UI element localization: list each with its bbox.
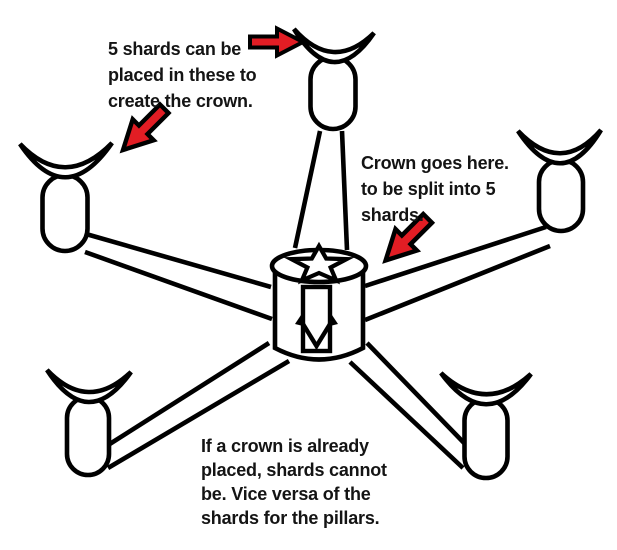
- pillar-top: [292, 27, 376, 132]
- connection-beams: [84, 130, 551, 470]
- crown-note-line: Crown goes here.: [361, 153, 509, 173]
- pillar-right: [516, 128, 603, 234]
- pillar-cup: [439, 371, 533, 407]
- red-arrow-icon-top-pillar: [248, 25, 308, 59]
- central-receptacle: [269, 241, 369, 362]
- pillar-left: [18, 141, 114, 254]
- connection-beam: [364, 224, 547, 289]
- red-arrow-icon-crown-slot: [382, 210, 436, 264]
- down-arrow-right-barb: [330, 312, 338, 326]
- pillar-cup: [516, 128, 603, 166]
- star-icon: [283, 241, 355, 285]
- connection-beam: [364, 243, 551, 323]
- pillar-capsule: [308, 54, 358, 132]
- connection-beam: [103, 341, 271, 449]
- pillars-note-line: placed in these to: [108, 65, 257, 85]
- pillars-note-line: create the crown.: [108, 91, 253, 111]
- crown-note-line: shards.: [361, 205, 424, 225]
- crown-note: Crown goes here. to be split into 5 shar…: [361, 150, 509, 228]
- pillar-capsule: [462, 396, 510, 481]
- connection-beam: [348, 360, 465, 470]
- pillar-capsule: [40, 172, 90, 254]
- connection-beam: [292, 130, 323, 249]
- down-arrow-tip: [301, 322, 332, 351]
- pillar-cup: [18, 141, 114, 180]
- connection-beam: [85, 231, 272, 290]
- rule-note-line: placed, shards cannot: [201, 460, 387, 480]
- down-arrow-shaft: [300, 284, 333, 354]
- pillar-bottom-left: [45, 368, 133, 478]
- red-arrow-icon-left-pillar: [119, 101, 172, 154]
- pillars: [18, 27, 603, 481]
- connection-beam: [106, 359, 291, 470]
- pillar-capsule: [536, 157, 586, 234]
- rule-note-line: shards for the pillars.: [201, 508, 380, 528]
- pillar-bottom-right: [439, 371, 533, 481]
- pillars-note: 5 shards can be placed in these to creat…: [108, 36, 257, 114]
- pillar-cup: [292, 27, 376, 65]
- pillars-note-line: 5 shards can be: [108, 39, 242, 59]
- pillar-cup: [45, 368, 133, 405]
- crown-note-line: to be split into 5: [361, 179, 496, 199]
- rule-note-line: If a crown is already: [201, 436, 369, 456]
- connection-beam: [84, 249, 273, 322]
- down-arrow-left-barb: [295, 312, 303, 326]
- pillar-capsule: [64, 394, 112, 478]
- rule-note: If a crown is already placed, shards can…: [201, 434, 387, 530]
- down-arrow-icon: [295, 284, 338, 354]
- rule-note-line: be. Vice versa of the: [201, 484, 371, 504]
- connection-beam: [339, 130, 350, 251]
- connection-beam: [365, 341, 469, 448]
